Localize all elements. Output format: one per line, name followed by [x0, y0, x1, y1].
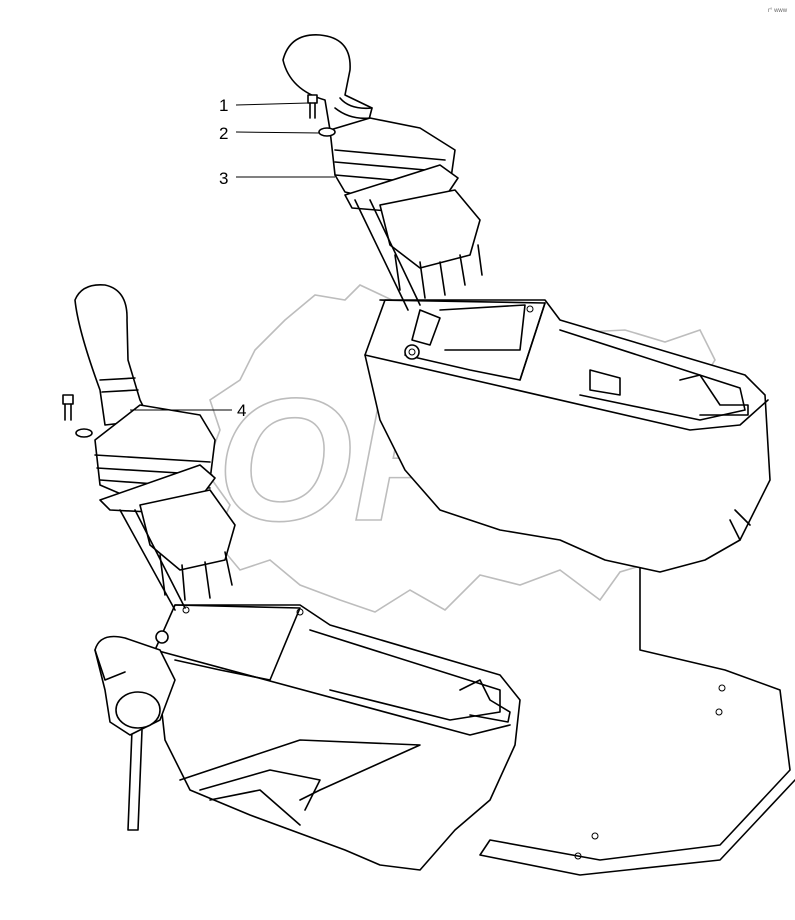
left-console	[154, 604, 521, 871]
left-side-lever	[94, 635, 176, 831]
callout-3: 3	[219, 169, 228, 188]
callout-2: 2	[219, 124, 228, 143]
right-washer	[318, 127, 336, 137]
callout-4: 4	[237, 401, 246, 420]
right-joystick-handle	[282, 34, 373, 136]
left-washer	[75, 428, 93, 438]
callout-2-leader	[235, 131, 321, 134]
right-valve-body	[379, 189, 481, 269]
left-valve-body	[139, 489, 236, 571]
right-screw	[307, 94, 318, 119]
left-joystick-handle	[74, 283, 151, 426]
floor-plate	[479, 544, 795, 876]
left-joystick-assembly	[74, 283, 236, 611]
right-joystick-assembly	[282, 34, 483, 311]
corner-mark: r° www	[768, 8, 788, 14]
right-console	[364, 299, 771, 573]
callout-1: 1	[219, 96, 228, 115]
left-screw	[62, 394, 74, 421]
callout-1-leader	[235, 102, 309, 106]
